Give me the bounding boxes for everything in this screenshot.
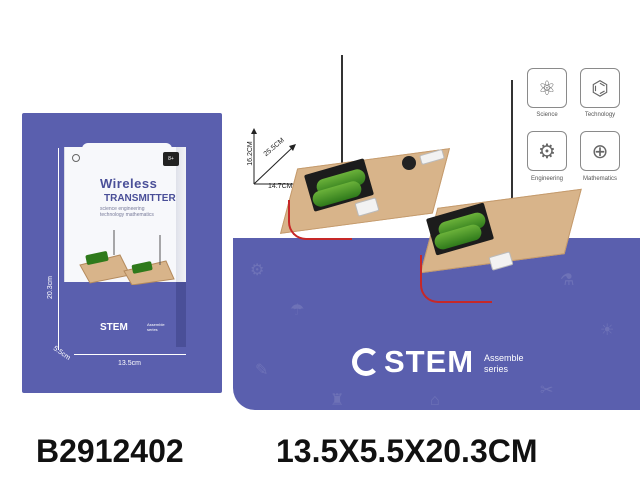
science-icon: ⚛	[527, 68, 567, 108]
package-product-image	[79, 230, 175, 285]
dim-height-line	[58, 148, 59, 350]
package-title: Wireless	[100, 176, 158, 191]
technology-label: Technology	[584, 112, 616, 118]
dim-height-label: 20.3cm	[47, 276, 54, 299]
axis-width-label: 14.7CM	[268, 183, 293, 190]
mathematics-icon: ⊕	[580, 131, 620, 171]
red-wire-1	[288, 200, 352, 240]
package-bottom-side	[176, 282, 186, 347]
series-line-1: Assemble	[484, 353, 524, 363]
bg-doodle-icon: ♜	[330, 392, 345, 409]
dim-width-label: 13.5cm	[118, 360, 141, 367]
product-stem-title: STEM	[384, 344, 475, 379]
package-subjects: science engineering technology mathemati…	[100, 206, 154, 218]
package-bottom-band	[64, 282, 182, 347]
red-wire-2	[420, 255, 492, 303]
antenna-1	[341, 55, 343, 175]
bg-doodle-icon: ✂	[540, 382, 554, 399]
product-stem-series: Assemble series	[484, 353, 554, 375]
item-code: B2912402	[36, 433, 184, 469]
bg-doodle-icon: ⌂	[430, 392, 440, 409]
package-stem-logo: STEM	[100, 322, 128, 333]
engineering-label: Engineering	[530, 176, 564, 182]
package-age-badge: 8+	[163, 152, 179, 166]
bg-doodle-icon: ⚗	[560, 272, 575, 289]
stem-logo-icon	[352, 348, 380, 376]
antenna-2	[511, 80, 513, 210]
dim-width-line	[74, 354, 186, 355]
engineering-icon: ⚙	[527, 131, 567, 171]
package-side	[176, 147, 186, 347]
package-dimensions: 13.5X5.5X20.3CM	[276, 433, 538, 469]
bg-doodle-icon: ⚙	[250, 262, 265, 279]
buzzer	[402, 156, 416, 170]
series-line-2: series	[484, 364, 509, 374]
bg-doodle-icon: ☂	[290, 302, 305, 319]
technology-icon: ⌬	[580, 68, 620, 108]
bg-doodle-icon: ☀	[600, 322, 615, 339]
science-label: Science	[536, 112, 558, 118]
mathematics-label: Mathematics	[582, 176, 617, 182]
axis-height-label: 16.2CM	[246, 141, 254, 166]
package-stem-series: Assemble series	[147, 322, 165, 332]
package-subtitle-title: TRANSMITTER	[104, 193, 176, 204]
bg-doodle-icon: ✎	[255, 362, 269, 379]
package-logo	[72, 154, 80, 162]
